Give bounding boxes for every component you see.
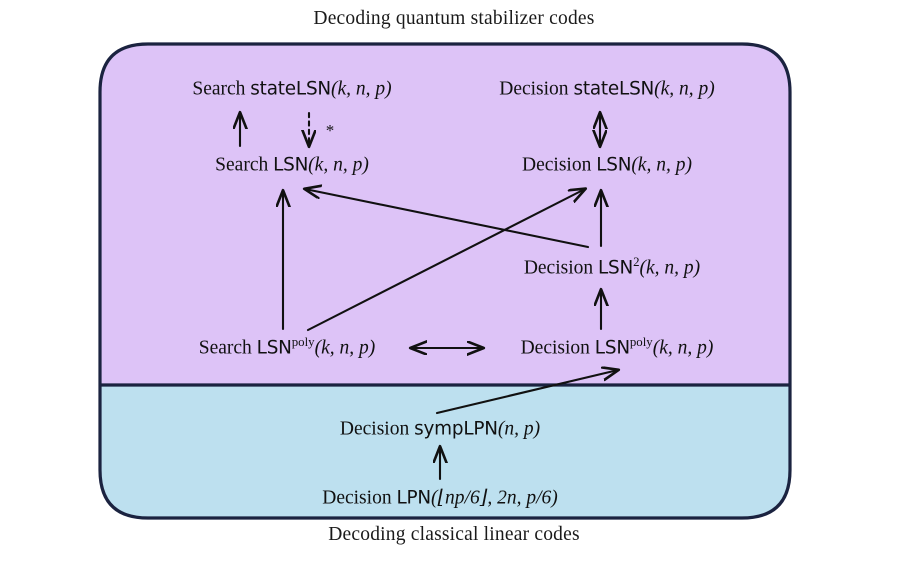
node-decision-lsn: Decision LSN(k, n, p) — [522, 155, 692, 175]
node-prefix: Decision — [523, 257, 594, 279]
node-args: (⌊np/6⌋, 2n, p/6) — [430, 487, 558, 509]
node-problem: stateLSN — [573, 78, 655, 100]
node-superscript: poly — [629, 334, 653, 349]
node-args: (k, n, p) — [639, 257, 701, 279]
node-prefix: Decision — [322, 487, 392, 509]
node-prefix: Decision — [339, 418, 410, 440]
region-outline — [98, 42, 792, 520]
node-args: (n, p) — [497, 418, 541, 440]
node-args: (k, n, p) — [314, 337, 376, 359]
node-superscript: 2 — [633, 254, 640, 269]
node-superscript: poly — [291, 334, 315, 349]
node-args: (k, n, p) — [631, 154, 692, 176]
node-prefix: Search — [215, 154, 269, 176]
asterisk-annotation: * — [325, 121, 335, 140]
node-args: (k, n, p) — [654, 78, 715, 100]
node-prefix: Decision — [499, 78, 569, 100]
node-problem: sympLPN — [414, 418, 498, 440]
node-problem: LPN — [396, 487, 431, 509]
node-problem: LSN — [256, 337, 292, 359]
node-problem: LSN — [596, 154, 632, 176]
node-prefix: Search — [192, 78, 246, 100]
node-prefix: Search — [198, 337, 252, 359]
node-problem: LSN — [594, 337, 630, 359]
node-args: (k, n, p) — [308, 154, 369, 176]
node-problem: LSN — [273, 154, 309, 176]
caption-classical: Decoding classical linear codes — [328, 524, 580, 545]
node-prefix: Decision — [520, 337, 590, 359]
node-problem: LSN — [598, 257, 634, 279]
node-decision-state-lsn: Decision stateLSN(k, n, p) — [499, 79, 715, 99]
node-decision-lpn: Decision LPN(⌊np/6⌋, 2n, p/6) — [322, 488, 558, 508]
node-args: (k, n, p) — [652, 337, 714, 359]
node-search-lsn: Search LSN(k, n, p) — [215, 155, 369, 175]
caption-quantum: Decoding quantum stabilizer codes — [313, 8, 595, 29]
node-decision-symp-lpn: Decision sympLPN(n, p) — [340, 419, 540, 439]
node-decision-lsn-squared: Decision LSN2(k, n, p) — [523, 254, 701, 279]
node-decision-lsn-poly: Decision LSNpoly(k, n, p) — [520, 334, 714, 359]
node-search-lsn-poly: Search LSNpoly(k, n, p) — [198, 334, 376, 359]
node-args: (k, n, p) — [330, 78, 392, 100]
node-prefix: Decision — [522, 154, 592, 176]
node-problem: stateLSN — [250, 78, 331, 100]
node-search-state-lsn: Search stateLSN(k, n, p) — [192, 79, 391, 99]
